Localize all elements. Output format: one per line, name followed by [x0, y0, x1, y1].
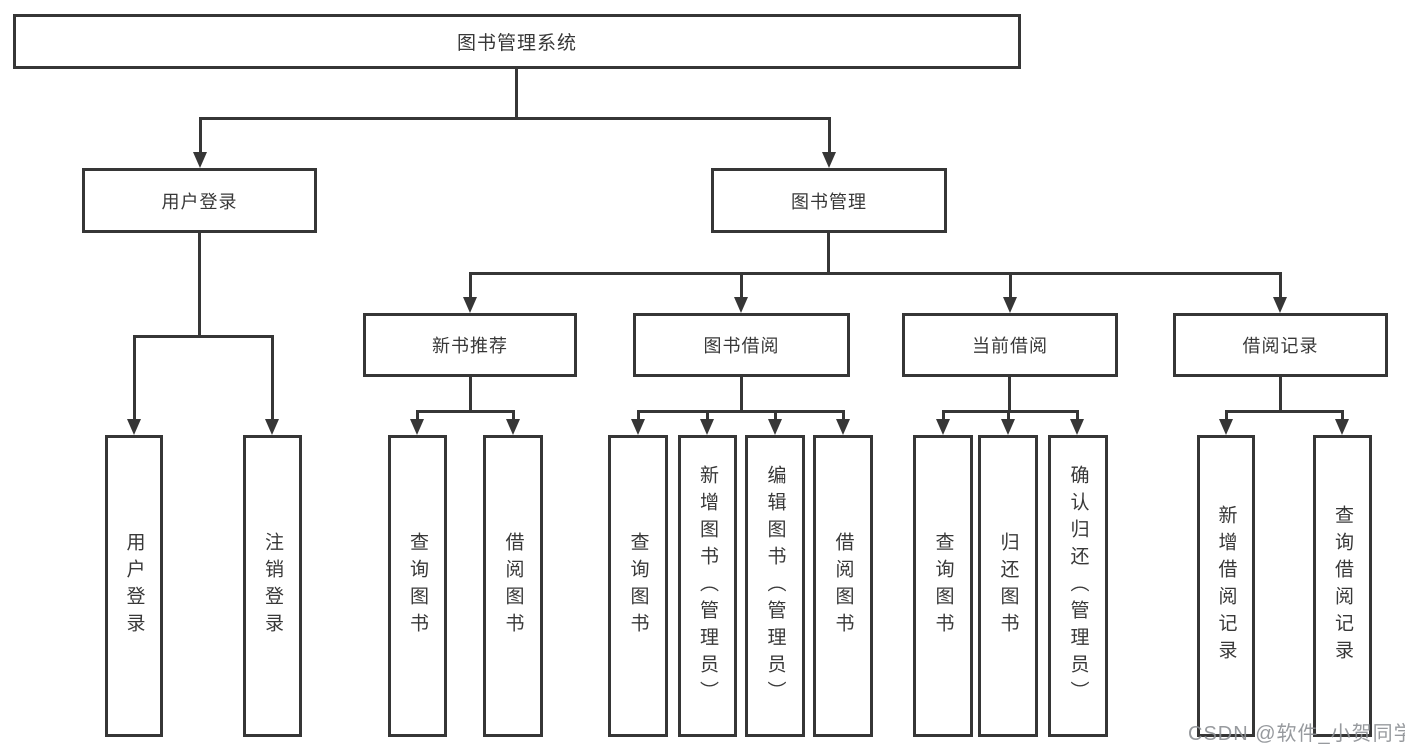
node-label: 图书管理	[791, 191, 867, 212]
connector-drop	[774, 410, 777, 419]
connector-drop	[512, 410, 515, 419]
arrowhead-down-icon	[1335, 419, 1349, 435]
arrowhead-down-icon	[836, 419, 850, 435]
leaf-return-book: 归还图书	[978, 435, 1038, 737]
arrowhead-down-icon	[631, 419, 645, 435]
node-label: 查询图书	[932, 532, 954, 640]
connector-drop	[133, 335, 136, 419]
node-label: 编辑图书（管理员）	[764, 464, 786, 708]
arrowhead-down-icon	[127, 419, 141, 435]
arrowhead-down-icon	[1273, 297, 1287, 313]
leaf-query-books-borrowing: 查询图书	[608, 435, 668, 737]
leaf-confirm-return-admin: 确认归还（管理员）	[1048, 435, 1108, 737]
leaf-query-borrow-record: 查询借阅记录	[1313, 435, 1372, 737]
connector-stem	[1279, 377, 1282, 410]
node-label: 新书推荐	[432, 336, 508, 356]
node-book-management: 图书管理	[711, 168, 947, 233]
node-label: 归还图书	[997, 532, 1019, 640]
arrowhead-down-icon	[1003, 297, 1017, 313]
connector-drop	[828, 117, 831, 152]
arrowhead-down-icon	[734, 297, 748, 313]
connector-rail	[416, 410, 514, 413]
node-label: 注销登录	[262, 532, 283, 640]
connector-rail	[1225, 410, 1344, 413]
leaf-query-books-recommend: 查询图书	[388, 435, 447, 737]
node-book-borrowing: 图书借阅	[633, 313, 850, 377]
leaf-edit-book-admin: 编辑图书（管理员）	[745, 435, 805, 737]
leaf-add-borrow-record: 新增借阅记录	[1197, 435, 1255, 737]
connector-drop	[416, 410, 419, 419]
node-label: 新增图书（管理员）	[697, 464, 718, 708]
arrowhead-down-icon	[265, 419, 279, 435]
arrowhead-down-icon	[768, 419, 782, 435]
connector-drop	[469, 272, 472, 297]
node-new-book-recommend: 新书推荐	[363, 313, 577, 377]
connector-stem	[740, 377, 743, 410]
connector-stem	[469, 377, 472, 410]
node-library-management-system: 图书管理系统	[13, 14, 1021, 69]
connector-drop	[1225, 410, 1228, 419]
arrowhead-down-icon	[700, 419, 714, 435]
node-label: 借阅图书	[502, 532, 524, 640]
connector-drop	[199, 117, 202, 152]
connector-drop	[842, 410, 845, 419]
node-label: 图书借阅	[703, 336, 780, 356]
node-user-login: 用户登录	[82, 168, 317, 233]
arrowhead-down-icon	[193, 152, 207, 168]
arrowhead-down-icon	[410, 419, 424, 435]
connector-drop	[1279, 272, 1282, 297]
arrowhead-down-icon	[1219, 419, 1233, 435]
connector-drop	[1009, 272, 1012, 297]
connector-drop	[942, 410, 945, 419]
arrowhead-down-icon	[1070, 419, 1084, 435]
arrowhead-down-icon	[1001, 419, 1015, 435]
connector-rail	[469, 272, 1282, 275]
arrowhead-down-icon	[506, 419, 520, 435]
connector-stem	[198, 233, 201, 335]
node-label: 查询借阅记录	[1332, 505, 1353, 667]
node-label: 查询图书	[407, 532, 428, 640]
leaf-user-login: 用户登录	[105, 435, 163, 737]
node-label: 用户登录	[123, 532, 145, 640]
arrowhead-down-icon	[936, 419, 950, 435]
arrowhead-down-icon	[463, 297, 477, 313]
connector-rail	[199, 117, 831, 120]
leaf-query-books-current: 查询图书	[913, 435, 973, 737]
leaf-logout: 注销登录	[243, 435, 302, 737]
arrowhead-down-icon	[822, 152, 836, 168]
node-label: 当前借阅	[972, 336, 1048, 356]
connector-rail	[133, 335, 274, 338]
node-label: 确认归还（管理员）	[1067, 464, 1089, 708]
leaf-borrow-books-recommend: 借阅图书	[483, 435, 543, 737]
node-label: 新增借阅记录	[1215, 505, 1237, 667]
connector-drop	[1341, 410, 1344, 419]
connector-rail	[942, 410, 1079, 413]
node-label: 借阅记录	[1242, 336, 1319, 356]
connector-drop	[706, 410, 709, 419]
node-label: 借阅图书	[832, 532, 854, 640]
connector-drop	[740, 272, 743, 297]
node-label: 用户登录	[161, 191, 238, 212]
connector-drop	[637, 410, 640, 419]
node-label: 图书管理系统	[456, 33, 577, 54]
connector-stem	[827, 233, 830, 272]
csdn-watermark: CSDN @软件_小贺同学	[1188, 723, 1405, 745]
leaf-add-book-admin: 新增图书（管理员）	[678, 435, 737, 737]
connector-stem	[515, 69, 518, 117]
node-borrowing-records: 借阅记录	[1173, 313, 1388, 377]
node-label: 查询图书	[627, 532, 649, 640]
connector-drop	[1007, 410, 1010, 419]
leaf-borrow-books-borrowing: 借阅图书	[813, 435, 873, 737]
connector-drop	[1076, 410, 1079, 419]
connector-stem	[1008, 377, 1011, 410]
connector-rail	[637, 410, 844, 413]
connector-drop	[271, 335, 274, 419]
node-current-borrowing: 当前借阅	[902, 313, 1118, 377]
